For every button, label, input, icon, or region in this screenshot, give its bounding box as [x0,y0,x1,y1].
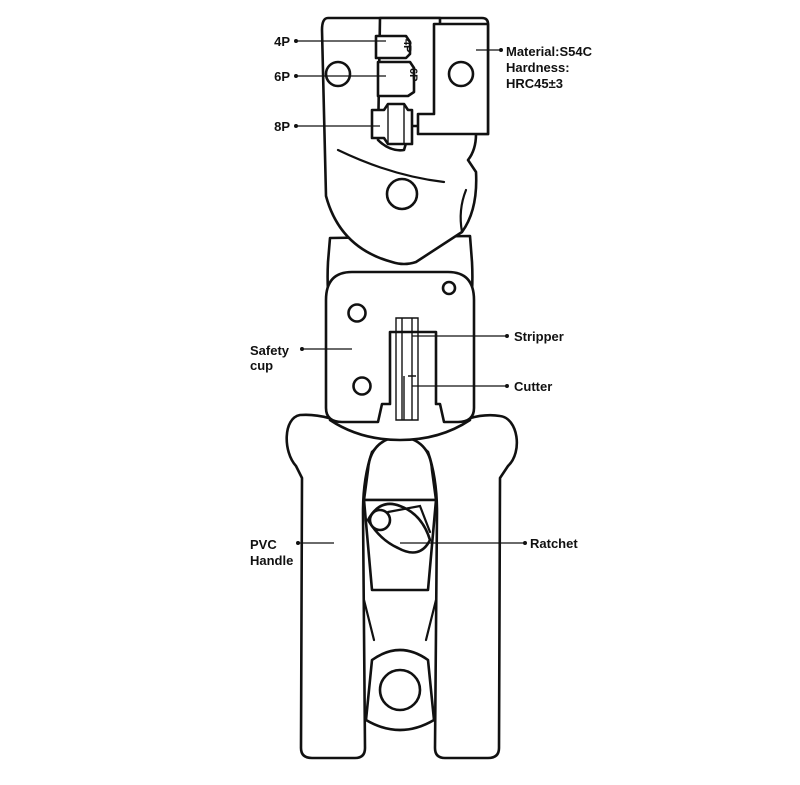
crimping-head [320,16,490,266]
label-ratchet: Ratchet [530,536,578,551]
callout-lines [294,39,527,545]
label-material: Material:S54C [506,44,592,59]
label-pvc: PVC [250,537,277,552]
die-slot-6p [376,60,416,98]
label-hardness: Hardness: [506,60,570,75]
label-8p: 8P [274,119,290,134]
die-slot-8p [370,102,414,146]
label-safety: Safety [250,343,290,358]
die-marking-4p: 4P [401,39,413,53]
label-cup: cup [250,358,274,373]
label-stripper: Stripper [514,329,564,344]
ratchet-mechanism [362,434,438,732]
label-6p: 6P [274,69,290,84]
middle-body [324,234,476,442]
label-handle: Handle [250,553,294,568]
label-cutter: Cutter [514,379,553,394]
die-marking-6p: 6P [407,68,419,82]
label-4p: 4P [274,34,290,49]
label-hrc: HRC45±3 [506,76,563,91]
